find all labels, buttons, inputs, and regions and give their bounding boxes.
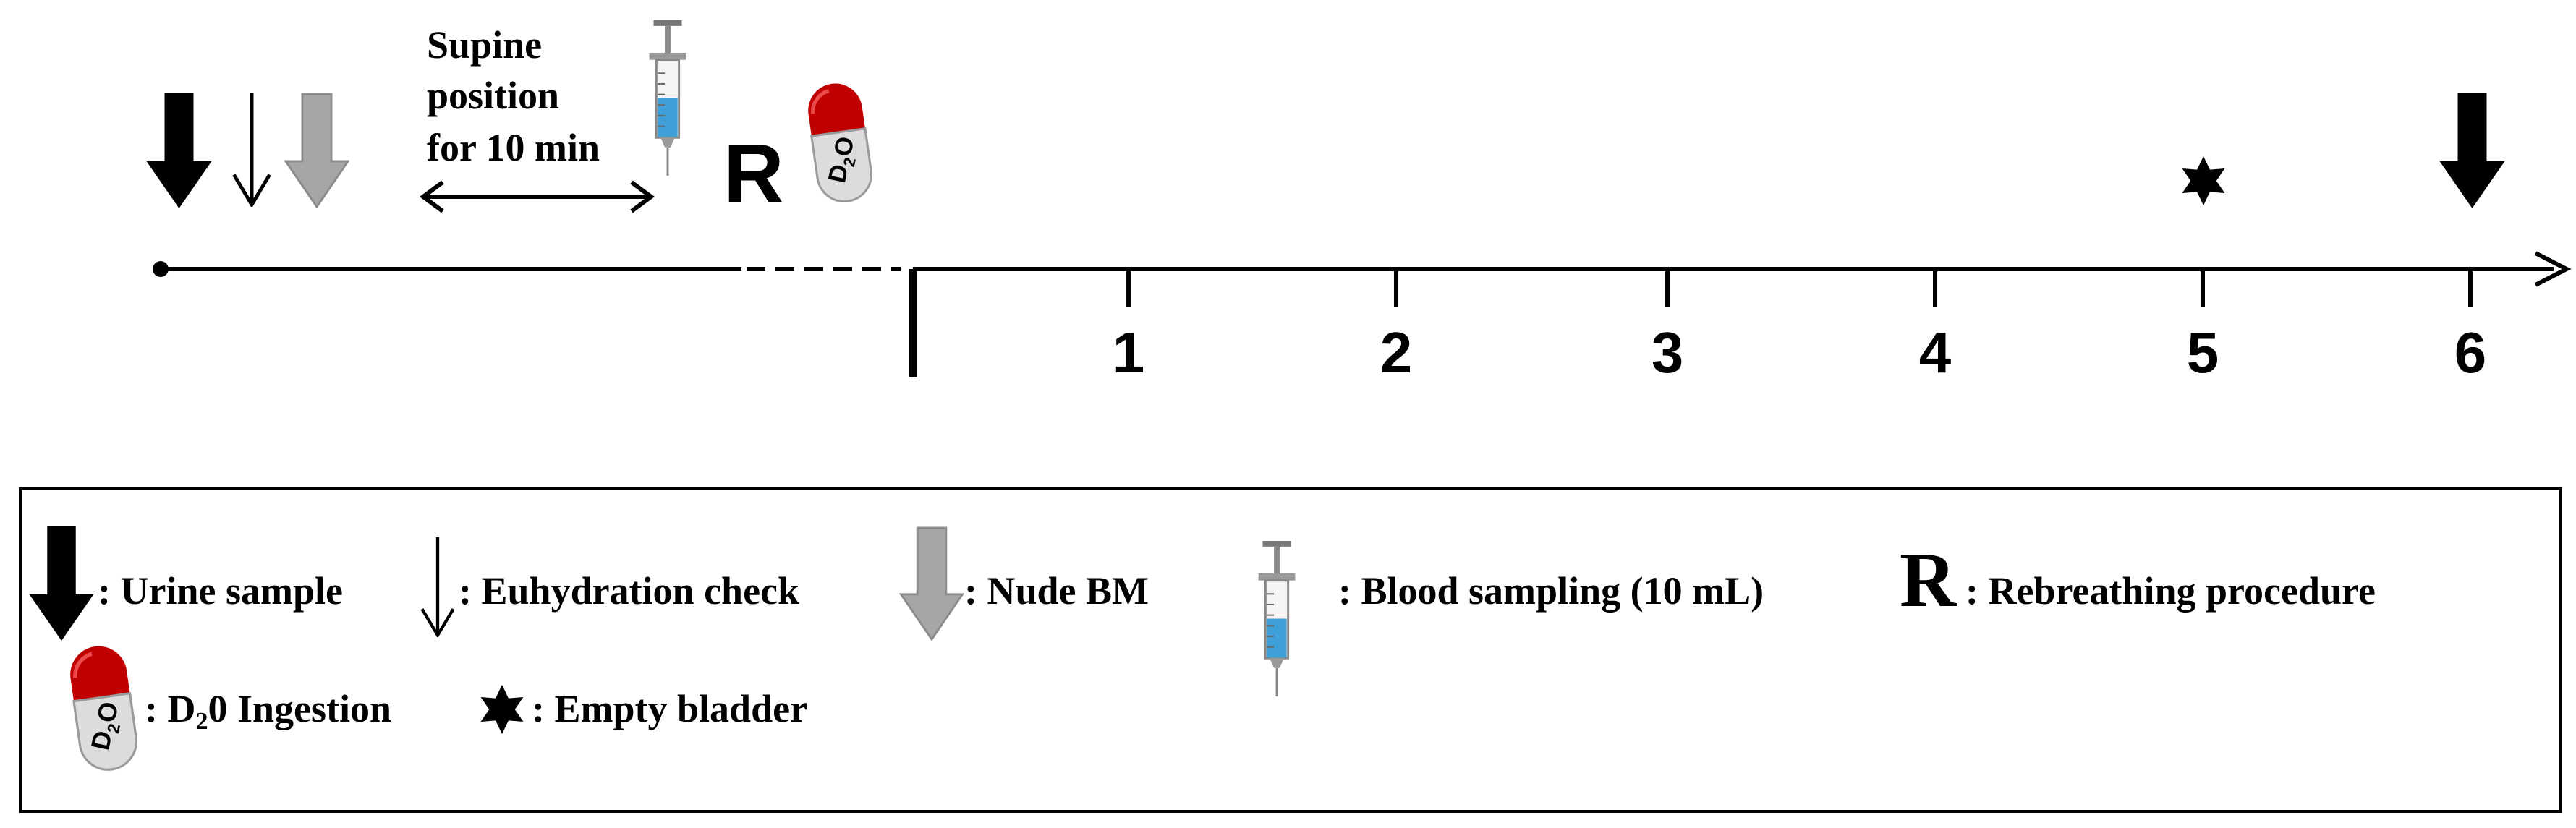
legend-d2o-ingestion: : D20 Ingestion xyxy=(145,687,391,735)
legend-rebreathing-symbol: R xyxy=(1900,537,1957,623)
gray-down-arrow-icon xyxy=(284,93,349,208)
legend-d2o-subscript: 2 xyxy=(195,708,208,735)
legend-box xyxy=(19,487,2562,813)
tick-label-2: 2 xyxy=(1380,320,1413,385)
d2o-capsule-icon xyxy=(804,80,875,205)
tick-label-1: 1 xyxy=(1113,320,1145,385)
supine-label-line-3: for 10 min xyxy=(427,126,600,169)
rebreathing-marker: R xyxy=(723,127,784,221)
tick-label-3: 3 xyxy=(1652,320,1684,385)
legend-empty-bladder: : Empty bladder xyxy=(532,687,807,730)
legend-rebreathing-procedure: : Rebreathing procedure xyxy=(1965,569,2376,613)
black-down-arrow-icon xyxy=(146,93,212,208)
legend-blood-sampling: : Blood sampling (10 mL) xyxy=(1338,569,1764,613)
tick-label-6: 6 xyxy=(2454,320,2487,385)
double-arrow-icon xyxy=(419,180,655,213)
tick-label-4: 4 xyxy=(1919,320,1952,385)
legend-d2o-suffix: 0 Ingestion xyxy=(208,687,391,730)
timeline-arrowhead xyxy=(2534,251,2572,287)
supine-label-line-2: position xyxy=(427,74,559,117)
legend-nude-bm: : Nude BM xyxy=(964,569,1149,613)
legend-d2o-prefix: : D xyxy=(145,687,195,730)
legend-euhydration-check: : Euhydration check xyxy=(459,569,799,613)
syringe-icon xyxy=(648,20,687,176)
supine-label-line-1: Supine xyxy=(427,23,542,67)
legend-urine-sample: : Urine sample xyxy=(98,569,343,613)
star-icon xyxy=(2182,156,2225,205)
tick-label-5: 5 xyxy=(2187,320,2219,385)
thin-down-arrow-icon xyxy=(234,93,269,205)
black-down-arrow-icon-end xyxy=(2439,93,2505,208)
timeline: 1 2 3 4 5 6 xyxy=(153,251,2572,385)
